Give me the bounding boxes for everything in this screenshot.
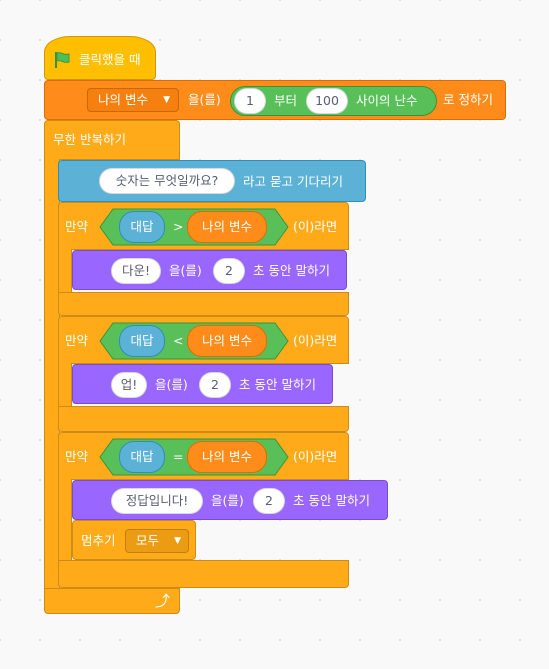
say-for-secs-block-2[interactable]: 업! 을(를) 2 초 동안 말하기 xyxy=(72,364,333,404)
stop-block[interactable]: 멈추기 모두 ▼ xyxy=(72,520,196,560)
say-message-input[interactable]: 업! xyxy=(111,372,147,398)
say-for-secs-block-3[interactable]: 정답입니다! 을(를) 2 초 동안 말하기 xyxy=(72,480,388,520)
set-end-text: 로 정하기 xyxy=(443,92,493,107)
random-from-input[interactable]: 1 xyxy=(234,88,266,114)
say-mid-text: 을(를) xyxy=(211,493,244,508)
say-mid-text: 을(를) xyxy=(169,263,202,278)
forever-bottom[interactable]: ⤴ xyxy=(44,588,180,614)
loop-arrow-icon: ⤴ xyxy=(155,592,171,610)
say-secs-input[interactable]: 2 xyxy=(199,372,231,398)
if-label: 만약 xyxy=(65,333,89,348)
chevron-down-icon: ▼ xyxy=(174,536,181,546)
answer-reporter[interactable]: 대답 xyxy=(119,211,165,243)
operator-symbol: = xyxy=(173,449,184,464)
variable-dropdown-label: 나의 변수 xyxy=(98,92,148,107)
ask-and-wait-block[interactable]: 숫자는 무엇일까요? 라고 묻고 기다리기 xyxy=(58,160,366,202)
chevron-down-icon: ▼ xyxy=(163,95,170,105)
say-message-input[interactable]: 다운! xyxy=(111,258,161,284)
if-block-3-top[interactable]: 만약 대답 = 나의 변수 (이)라면 xyxy=(58,432,349,480)
if-block-3-arm xyxy=(58,479,72,561)
if-block-3-bottom xyxy=(58,560,349,588)
variable-reporter[interactable]: 나의 변수 xyxy=(187,325,267,357)
say-secs-input[interactable]: 2 xyxy=(253,488,285,514)
if-label: 만약 xyxy=(65,449,89,464)
forever-top[interactable]: 무한 반복하기 xyxy=(44,120,180,160)
if-block-1-bottom xyxy=(58,292,349,316)
if-block-2-arm xyxy=(58,363,72,407)
when-flag-clicked-block[interactable]: 클릭했을 때 xyxy=(44,36,156,80)
say-tail-text: 초 동안 말하기 xyxy=(253,263,330,278)
then-label: (이)라면 xyxy=(293,449,338,464)
stop-option-label: 모두 xyxy=(136,533,160,548)
stop-option-dropdown[interactable]: 모두 ▼ xyxy=(125,529,189,553)
operator-symbol: > xyxy=(173,219,184,234)
set-variable-block[interactable]: 나의 변수 ▼ 을(를) 1 부터 100 사이의 난수 로 정하기 xyxy=(44,80,506,120)
say-tail-text: 초 동안 말하기 xyxy=(293,493,370,508)
if-block-1-top[interactable]: 만약 대답 > 나의 변수 (이)라면 xyxy=(58,202,349,250)
say-secs-input[interactable]: 2 xyxy=(213,258,245,284)
say-mid-text: 을(를) xyxy=(155,377,188,392)
operator-symbol: < xyxy=(173,333,184,348)
say-tail-text: 초 동안 말하기 xyxy=(239,377,316,392)
random-reporter[interactable]: 1 부터 100 사이의 난수 xyxy=(230,86,437,116)
set-mid-text: 을(를) xyxy=(188,92,221,107)
forever-label: 무한 반복하기 xyxy=(53,132,126,147)
say-for-secs-block-1[interactable]: 다운! 을(를) 2 초 동안 말하기 xyxy=(72,250,347,290)
variable-reporter[interactable]: 나의 변수 xyxy=(187,211,267,243)
answer-reporter[interactable]: 대답 xyxy=(119,441,165,473)
ask-suffix-text: 라고 묻고 기다리기 xyxy=(243,174,343,189)
green-flag-icon xyxy=(53,51,71,72)
if-block-2-top[interactable]: 만약 대답 < 나의 변수 (이)라면 xyxy=(58,316,349,364)
then-label: (이)라면 xyxy=(293,219,338,234)
variable-dropdown[interactable]: 나의 변수 ▼ xyxy=(87,88,179,112)
random-from-text: 부터 xyxy=(274,93,298,108)
variable-reporter[interactable]: 나의 변수 xyxy=(187,441,267,473)
random-to-input[interactable]: 100 xyxy=(306,88,348,114)
if-block-2-bottom xyxy=(58,406,349,432)
answer-reporter[interactable]: 대답 xyxy=(119,325,165,357)
ask-question-input[interactable]: 숫자는 무엇일까요? xyxy=(99,168,235,194)
random-tail-text: 사이의 난수 xyxy=(356,93,418,108)
say-message-input[interactable]: 정답입니다! xyxy=(111,488,203,514)
then-label: (이)라면 xyxy=(293,333,338,348)
hat-label: 클릭했을 때 xyxy=(79,52,141,67)
if-label: 만약 xyxy=(65,219,89,234)
stop-label: 멈추기 xyxy=(81,533,116,548)
if-block-1-arm xyxy=(58,249,72,293)
